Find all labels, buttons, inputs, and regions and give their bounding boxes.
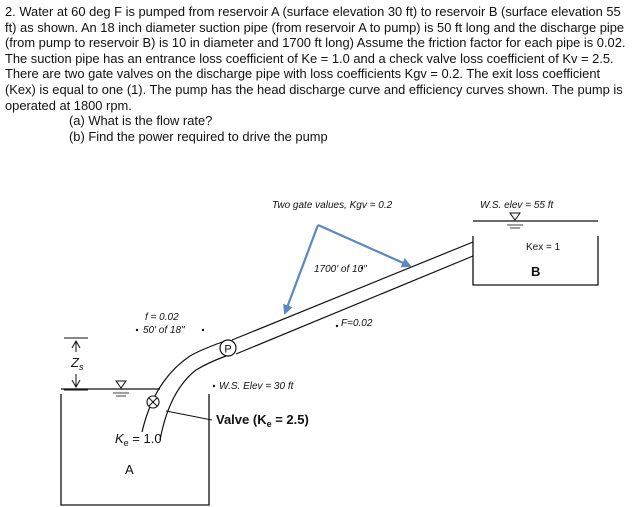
valve-leader-line [165,410,213,421]
reservoir-b-label: B [531,264,540,279]
zs-label: Zs [70,355,84,372]
question-b: (b) Find the power required to drive the… [69,128,328,144]
gate-valve-pointer-arrows [283,223,412,315]
zs-dimension: Zs [64,337,88,391]
dot-marker [335,324,339,328]
kex-label: Kex = 1 [526,242,561,253]
reservoir-a-tank [60,394,210,506]
check-valve-icon [146,395,160,409]
suction-pipe-label: 50' of 18" [143,325,185,336]
pump-symbol-label: P [224,344,231,356]
reservoir-a-label: A [125,462,134,477]
suction-pipe [141,341,227,441]
pump-icon: P [219,339,237,357]
suction-friction-label: f = 0.02 [145,312,179,323]
dot-marker [360,266,364,270]
dot-marker [135,328,139,332]
water-surface-b-icon [473,212,598,229]
ws-elev-b-label: W.S. elev = 55 ft [480,200,554,211]
question-a: (a) What is the flow rate? [69,113,213,129]
water-surface-a-icon [61,380,160,397]
discharge-friction-label: F=0.02 [341,318,373,329]
entrance-loss-label: Ke = 1.0 [115,431,162,448]
reservoir-b-tank [472,236,599,286]
ws-elev-a-label: W.S. Elev = 30 ft [219,381,295,392]
valve-label: Valve (Ke = 2.5) [216,412,309,429]
dot-marker [201,328,205,332]
dot-marker [212,384,216,388]
discharge-pipe-label: 1700' of 10" [314,264,367,275]
problem-text: 2. Water at 60 deg F is pumped from rese… [5,4,627,144]
gate-valves-label: Two gate values, Kgv = 0.2 [272,200,393,211]
problem-statement: 2. Water at 60 deg F is pumped from rese… [5,4,626,113]
discharge-pipe [231,241,474,355]
